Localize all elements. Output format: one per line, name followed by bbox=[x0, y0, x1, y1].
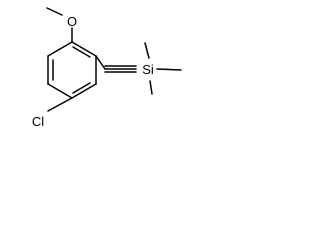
bond-silicon-methyl-up bbox=[144, 42, 150, 59]
ring-double-bond-c6-c1 bbox=[72, 46, 91, 58]
bond-silicon-methyl-down bbox=[149, 80, 153, 95]
chlorine-label: Cl bbox=[32, 114, 44, 129]
bond-c6-alkyne bbox=[95, 55, 106, 70]
ring-bond-c6-c1 bbox=[71, 41, 97, 57]
bond-c4-chlorine bbox=[47, 97, 73, 112]
ring-bond-c4-c5 bbox=[71, 83, 97, 99]
bond-methyl-oxygen bbox=[46, 7, 63, 16]
silicon-label: Si bbox=[142, 62, 154, 77]
bond-silicon-methyl-right bbox=[156, 68, 182, 71]
molecule-structure: O Cl Si bbox=[0, 0, 196, 140]
ring-double-bond-c4-c5 bbox=[72, 82, 91, 94]
ring-bond-c1-c2 bbox=[47, 41, 73, 57]
oxygen-label: O bbox=[67, 14, 77, 29]
ring-bond-c3-c4 bbox=[47, 83, 73, 99]
